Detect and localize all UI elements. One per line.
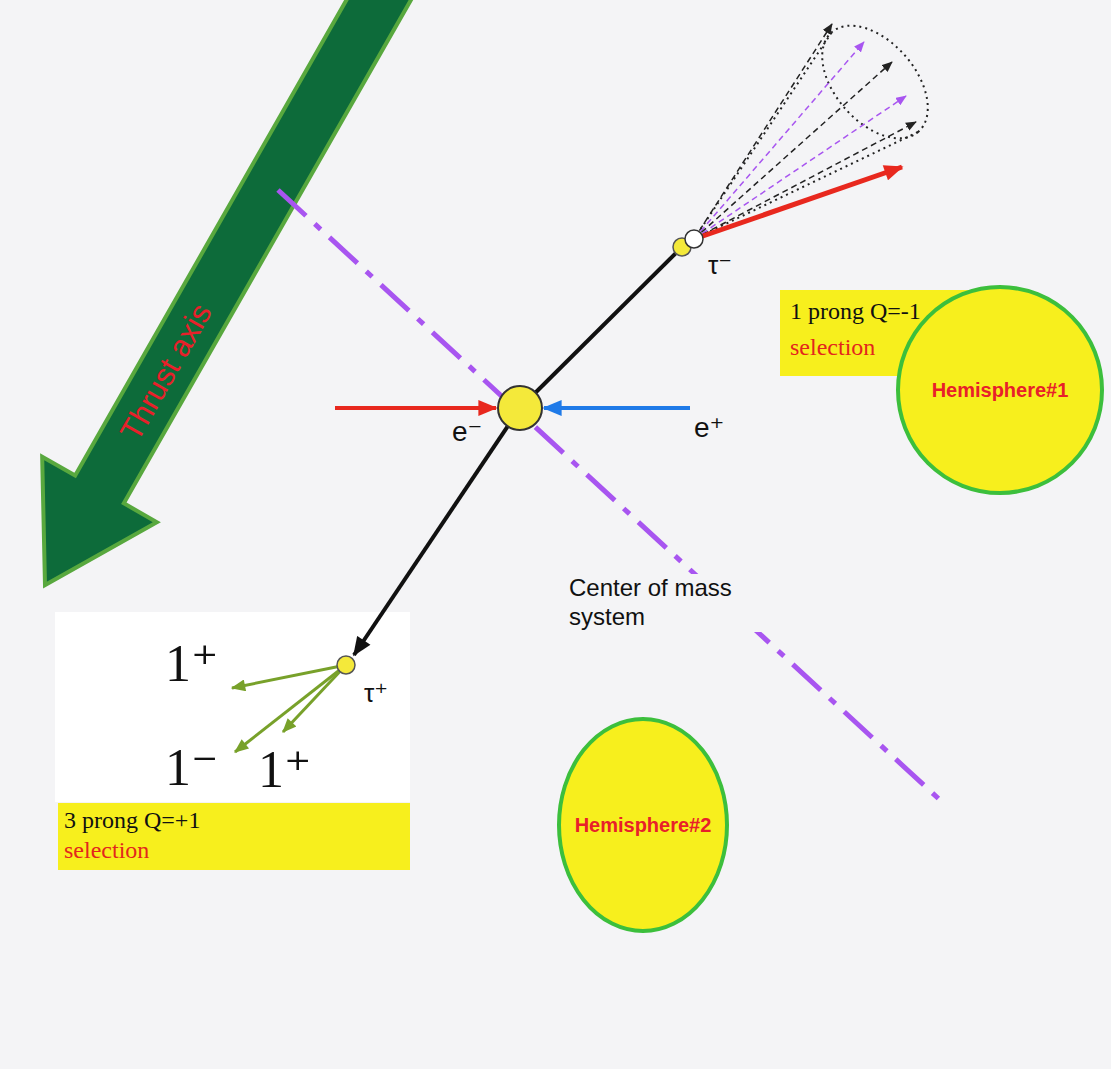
tau-minus-track [520,247,682,408]
node-content: Hemisphere#2 [557,717,729,933]
particle-label: e⁻ [452,418,482,446]
axis-label: Thrust axis [115,298,217,445]
cone-ellipse [802,6,949,158]
interaction-point [498,386,542,430]
decay-prong [235,665,346,752]
frame-label: Center of mass system [566,574,772,632]
white-panel [55,612,410,802]
charge-label: 1⁺ [165,638,218,690]
node-content: 3 prong Q=+1selection [58,803,410,870]
decay-prong [283,665,346,732]
decay-vertex [337,656,355,674]
particle-label: e⁺ [694,414,724,442]
thrust-arrow-shape [0,0,469,618]
hemisphere-divider [278,190,940,800]
charge-label: 1⁻ [165,742,218,794]
neutrino-direction [694,24,832,239]
node-text: 3 prong Q=+1 [64,807,200,835]
hemisphere-circle: Hemisphere#2 [557,717,729,933]
circle-shape [559,719,727,931]
particle-label: τ⁺ [364,680,388,706]
node-text: selection [64,837,149,865]
node-text: Hemisphere#2 [575,814,712,837]
neutrino-direction [694,122,916,239]
selection-box: 3 prong Q=+1selection [58,803,410,870]
electron-beam [335,406,496,410]
charged-prong [700,167,902,237]
hemisphere-circle: Hemisphere#1 [896,285,1104,495]
positron-beam [544,406,690,410]
node-text: Hemisphere#1 [932,379,1069,402]
circle-shape [898,287,1102,493]
decay-vertex [685,230,703,248]
tau-plus-track [354,408,520,655]
thrust-axis-arrow [0,0,469,618]
charge-label: 1⁺ [258,744,311,796]
neutrino-direction [694,96,906,239]
cone-edge [694,32,832,239]
node-text: selection [790,334,875,362]
particle-label: τ⁻ [708,252,732,278]
node-content: Hemisphere#1 [896,285,1104,495]
node-text: 1 prong Q=-1 [790,298,921,326]
